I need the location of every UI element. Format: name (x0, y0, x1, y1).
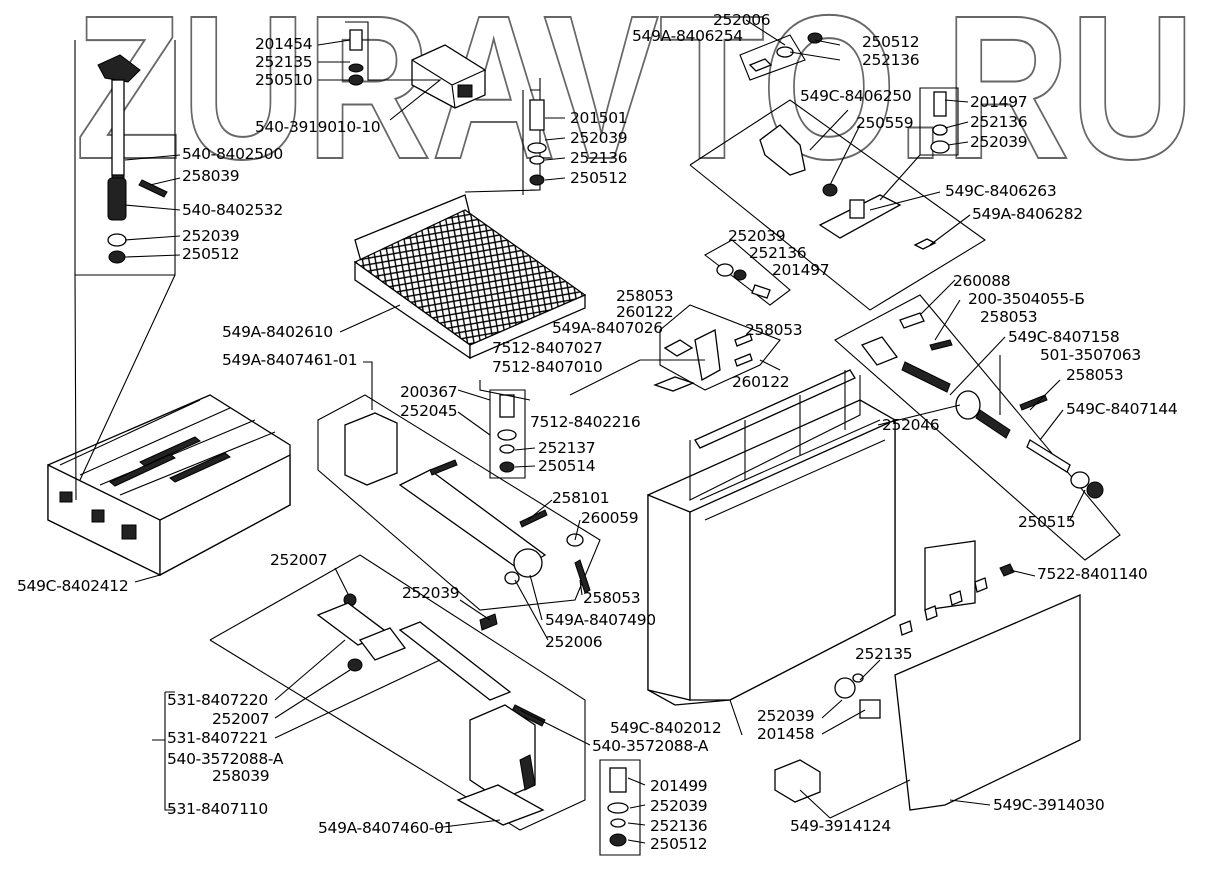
callout-7512-8407027: 7512-8407027 (492, 339, 603, 357)
callout-201458: 201458 (757, 725, 815, 743)
callout-7512-8402216: 7512-8402216 (530, 413, 641, 431)
callout-258053: 258053 (1066, 366, 1124, 384)
callout-252039: 252039 (728, 227, 786, 245)
callout-549A-8406254: 549A-8406254 (632, 27, 743, 45)
callout-252045: 252045 (400, 402, 458, 420)
callout-549C-8402412: 549C-8402412 (17, 577, 129, 595)
callout-201499: 201499 (650, 777, 708, 795)
callout-258053: 258053 (583, 589, 641, 607)
callout-258039: 258039 (212, 767, 270, 785)
callout-252136: 252136 (749, 244, 807, 262)
callout-258053: 258053 (616, 287, 674, 305)
callout-260122: 260122 (732, 373, 790, 391)
callout-540-3572088-A: 540-3572088-A (592, 737, 709, 755)
callout-250515: 250515 (1018, 513, 1076, 531)
callout-201497: 201497 (772, 261, 830, 279)
callout-250512: 250512 (182, 245, 240, 263)
callout-549A-8402610: 549A-8402610 (222, 323, 333, 341)
callout-7522-8401140: 7522-8401140 (1037, 565, 1148, 583)
callout-201454: 201454 (255, 35, 313, 53)
callout-252039: 252039 (182, 227, 240, 245)
cabinet (647, 369, 896, 706)
callout-252039: 252039 (402, 584, 460, 602)
callout-549A-8407460-01: 549A-8407460-01 (318, 819, 454, 837)
callout-540-8402532: 540-8402532 (182, 201, 283, 219)
callout-501-3507063: 501-3507063 (1040, 346, 1141, 364)
callout-252046: 252046 (882, 416, 940, 434)
callout-260059: 260059 (581, 509, 639, 527)
callout-549C-8407144: 549C-8407144 (1066, 400, 1178, 418)
callout-531-8407110: 531-8407110 (167, 800, 268, 818)
callout-252135: 252135 (255, 53, 313, 71)
callout-252039: 252039 (650, 797, 708, 815)
callout-252006: 252006 (545, 633, 603, 651)
callout-258053: 258053 (980, 308, 1038, 326)
callout-250512: 250512 (570, 169, 628, 187)
rod-assembly (74, 40, 176, 276)
callout-7512-8407010: 7512-8407010 (492, 358, 603, 376)
connector-block (345, 21, 486, 109)
callout-250514: 250514 (538, 457, 596, 475)
callout-549C-8402012: 549C-8402012 (610, 719, 722, 737)
callout-252007: 252007 (212, 710, 270, 728)
callout-258101: 258101 (552, 489, 610, 507)
callout-531-8407220: 531-8407220 (167, 691, 268, 709)
callout-252137: 252137 (538, 439, 596, 457)
battery-box (47, 274, 291, 577)
callout-252135: 252135 (855, 645, 913, 663)
callout-549A-8407490: 549A-8407490 (545, 611, 656, 629)
callout-200367: 200367 (400, 383, 458, 401)
svg-text:ZURAVTO.RU: ZURAVTO.RU (75, 8, 1195, 168)
callout-252006: 252006 (713, 11, 771, 29)
lift-cylinder (317, 389, 601, 611)
callout-201501: 201501 (570, 109, 628, 127)
callout-549C-8406250: 549C-8406250 (800, 87, 912, 105)
callout-252039: 252039 (570, 129, 628, 147)
callout-260088: 260088 (953, 272, 1011, 290)
hinge-assembly (689, 32, 986, 311)
mesh-tray (353, 78, 587, 360)
callout-540-8402500: 540-8402500 (182, 145, 283, 163)
callout-531-8407221: 531-8407221 (167, 729, 268, 747)
callout-549-3914124: 549-3914124 (790, 817, 891, 835)
callout-252136: 252136 (862, 51, 920, 69)
callout-252007: 252007 (270, 551, 328, 569)
callout-252136: 252136 (570, 149, 628, 167)
callout-201497: 201497 (970, 93, 1028, 111)
callout-260122: 260122 (616, 303, 674, 321)
callout-250512: 250512 (862, 33, 920, 51)
cylinder-assembly (834, 294, 1121, 561)
callout-252136: 252136 (650, 817, 708, 835)
callout-250559: 250559 (856, 114, 914, 132)
callout-252039: 252039 (970, 133, 1028, 151)
callout-549C-8406263: 549C-8406263 (945, 182, 1057, 200)
latch-parts (653, 239, 791, 392)
callout-252039: 252039 (757, 707, 815, 725)
bracket-group (209, 554, 641, 856)
callout-250512: 250512 (650, 835, 708, 853)
callout-258053: 258053 (745, 321, 803, 339)
callout-549A-8407026: 549A-8407026 (552, 319, 663, 337)
callout-549C-3914030: 549C-3914030 (993, 796, 1105, 814)
callout-549A-8406282: 549A-8406282 (972, 205, 1083, 223)
callout-549A-8407461-01: 549A-8407461-01 (222, 351, 358, 369)
door-panel (774, 540, 1081, 811)
callout-250510: 250510 (255, 71, 313, 89)
callout-540-3919010-10: 540-3919010-10 (255, 118, 381, 136)
callout-252136: 252136 (970, 113, 1028, 131)
callout-258039: 258039 (182, 167, 240, 185)
callout-540-3572088-A: 540-3572088-A (167, 750, 284, 768)
watermark-text: ZURAVTO.RU (75, 8, 1196, 168)
callout-549C-8407158: 549C-8407158 (1008, 328, 1120, 346)
leader-lines (124, 19, 1086, 844)
callout-200-3504055-B: 200-3504055-Б (968, 290, 1085, 308)
